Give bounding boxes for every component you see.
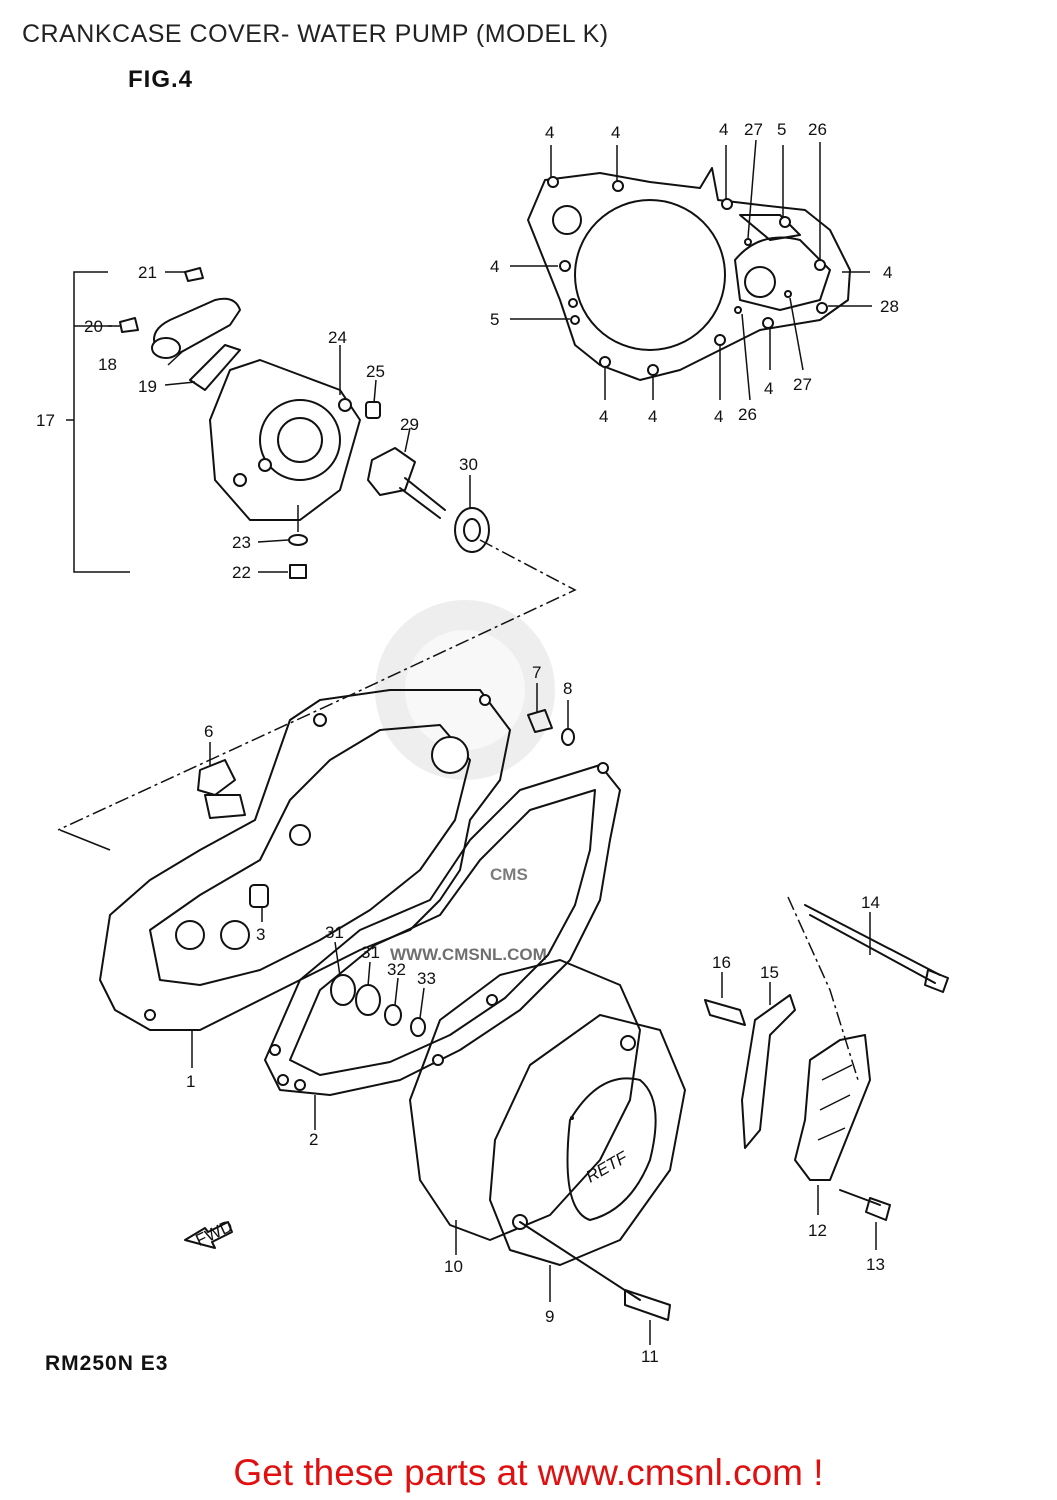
callout-label: 10	[444, 1257, 463, 1276]
callout-label: 4	[490, 257, 499, 276]
callout-label: 4	[648, 407, 657, 426]
callout-label: 15	[760, 963, 779, 982]
callout-label: 28	[880, 297, 899, 316]
callout-label: 31	[325, 923, 344, 942]
model-code: RM250N E3	[45, 1352, 169, 1375]
callout-label: 12	[808, 1221, 827, 1240]
callout-label: 17	[36, 411, 55, 430]
callout-label: 24	[328, 328, 347, 347]
page-title: CRANKCASE COVER- WATER PUMP (MODEL K)	[22, 20, 609, 48]
callout-label: 4	[545, 123, 554, 142]
callout-label: 5	[490, 310, 499, 329]
callout-label: 4	[883, 263, 892, 282]
callout-label: 4	[719, 120, 728, 139]
callout-label: 2	[309, 1130, 318, 1149]
callout-label: 11	[641, 1347, 659, 1366]
right-side-parts: FWD	[184, 896, 949, 1250]
watermark-site: WWW.CMSNL.COM	[390, 945, 547, 964]
footer-link[interactable]: Get these parts at www.cmsnl.com !	[233, 1452, 824, 1493]
part-callouts: 4 4 4 27 5 26 4 5 4 28 4 4 4 26 4 27 21 …	[36, 120, 899, 1366]
callout-label: 30	[459, 455, 478, 474]
gasket-and-seals	[264, 762, 621, 1130]
callout-label: 4	[599, 407, 608, 426]
callout-label: 4	[611, 123, 620, 142]
callout-label: 4	[714, 407, 723, 426]
callout-label: 29	[400, 415, 419, 434]
callout-label: 23	[232, 533, 251, 552]
callout-label: 22	[232, 563, 251, 582]
callout-label: 1	[186, 1072, 195, 1091]
forward-arrow-icon	[184, 1221, 233, 1249]
callout-label: 6	[204, 722, 213, 741]
watermark-brand: CMS	[490, 865, 528, 884]
callout-label: 8	[563, 679, 572, 698]
crankcase-cover	[59, 683, 575, 1068]
callout-label: 18	[98, 355, 117, 374]
callout-label: 5	[777, 120, 786, 139]
callout-label: 27	[744, 120, 763, 139]
leaders-top-right	[510, 139, 872, 401]
callout-label: 26	[808, 120, 827, 139]
clutch-cover: RETF	[409, 959, 686, 1345]
callout-label: 21	[138, 263, 157, 282]
callout-label: 32	[387, 960, 406, 979]
callout-label: 20	[84, 317, 103, 336]
water-pump-assembly	[57, 267, 577, 831]
callout-label: 4	[764, 379, 773, 398]
callout-label: 25	[366, 362, 385, 381]
callout-label: 3	[256, 925, 265, 944]
callout-label: 19	[138, 377, 157, 396]
inner-cover-view	[527, 167, 851, 381]
callout-label: 26	[738, 405, 757, 424]
callout-label: 7	[532, 663, 541, 682]
callout-label: 33	[417, 969, 436, 988]
callout-label: 31	[361, 943, 380, 962]
callout-label: 16	[712, 953, 731, 972]
callout-label: 27	[793, 375, 812, 394]
callout-label: 9	[545, 1307, 554, 1326]
figure-label: FIG.4	[128, 66, 194, 93]
callout-label: 13	[866, 1255, 885, 1274]
cover-emblem: RETF	[583, 1147, 632, 1186]
callout-label: 14	[861, 893, 880, 912]
